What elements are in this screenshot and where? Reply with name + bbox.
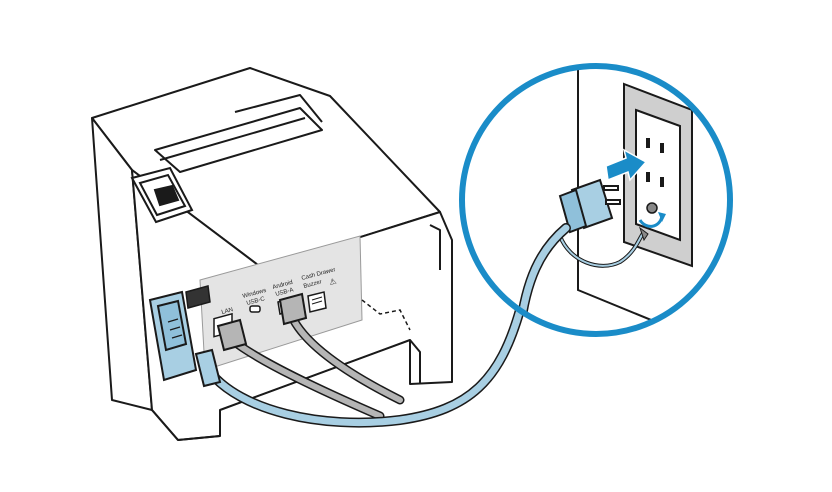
warning-icon: ⚠ — [328, 276, 337, 287]
usb-a-plug — [278, 292, 308, 326]
outlet-zoom-inset — [459, 63, 733, 337]
label-usb-a: USB-A — [275, 287, 294, 298]
cash-drawer-port — [307, 291, 327, 313]
power-plug — [558, 178, 621, 234]
ground-screw — [646, 202, 658, 214]
power-inlet-plug — [148, 290, 222, 388]
hidden-bracket-outline — [361, 299, 411, 331]
zoom-circle-border — [459, 63, 733, 337]
label-android: Android — [272, 280, 294, 291]
label-buzzer: Buzzer — [303, 279, 323, 290]
usb-c-port — [249, 305, 261, 313]
paper-cover — [154, 107, 323, 173]
insert-arrow-icon — [605, 148, 648, 182]
label-usb-c: USB-C — [246, 296, 266, 307]
power-switch-icon — [130, 166, 194, 224]
printer — [91, 67, 453, 441]
lan-plug — [216, 318, 248, 352]
label-lan: LAN — [221, 307, 234, 316]
